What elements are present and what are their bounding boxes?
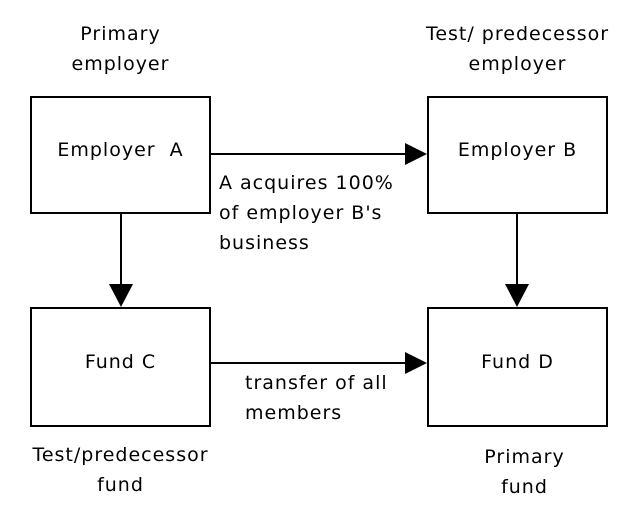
caption-primary-employer: Primary employer: [10, 19, 231, 79]
edge-label-line: members: [245, 402, 343, 424]
caption-line: fund: [97, 474, 144, 496]
caption-primary-fund: Primary fund: [414, 442, 635, 502]
edge-label-line: of employer B's: [219, 202, 383, 224]
edge-label-line: A acquires 100%: [219, 172, 394, 194]
node-fund-c-label: Fund C: [84, 351, 157, 373]
caption-line: employer: [468, 53, 567, 75]
node-employer-b: Employer B: [427, 96, 608, 214]
edge-label-a-to-b: A acquires 100% of employer B's business: [219, 168, 394, 258]
caption-line: Primary: [80, 23, 161, 45]
edge-label-c-to-d: transfer of all members: [245, 368, 388, 428]
arrow-a-to-c-line: [120, 213, 122, 284]
edge-label-line: business: [219, 232, 310, 254]
caption-test-predecessor-fund: Test/predecessor fund: [10, 440, 231, 500]
caption-line: Test/ predecessor: [425, 23, 610, 45]
caption-line: Primary: [484, 446, 565, 468]
edge-label-line: transfer of all: [245, 372, 388, 394]
node-fund-c: Fund C: [30, 307, 211, 427]
node-employer-a-label: Employer A: [57, 139, 184, 161]
caption-line: fund: [501, 476, 548, 498]
caption-test-predecessor-employer: Test/ predecessor employer: [407, 19, 628, 79]
caption-line: employer: [71, 53, 170, 75]
node-fund-d: Fund D: [427, 307, 608, 427]
caption-line: Test/predecessor: [32, 444, 209, 466]
arrow-a-to-c-arrowhead-icon: [109, 284, 133, 307]
node-employer-b-label: Employer B: [457, 139, 578, 161]
arrow-c-to-d-arrowhead-icon: [405, 352, 427, 374]
arrow-a-to-b-line: [211, 153, 405, 155]
arrow-c-to-d-line: [211, 362, 405, 364]
node-fund-d-label: Fund D: [481, 351, 554, 373]
node-employer-a: Employer A: [30, 96, 211, 214]
arrow-b-to-d-line: [516, 214, 518, 284]
arrow-a-to-b-arrowhead-icon: [405, 143, 427, 165]
arrow-b-to-d-arrowhead-icon: [505, 284, 529, 307]
